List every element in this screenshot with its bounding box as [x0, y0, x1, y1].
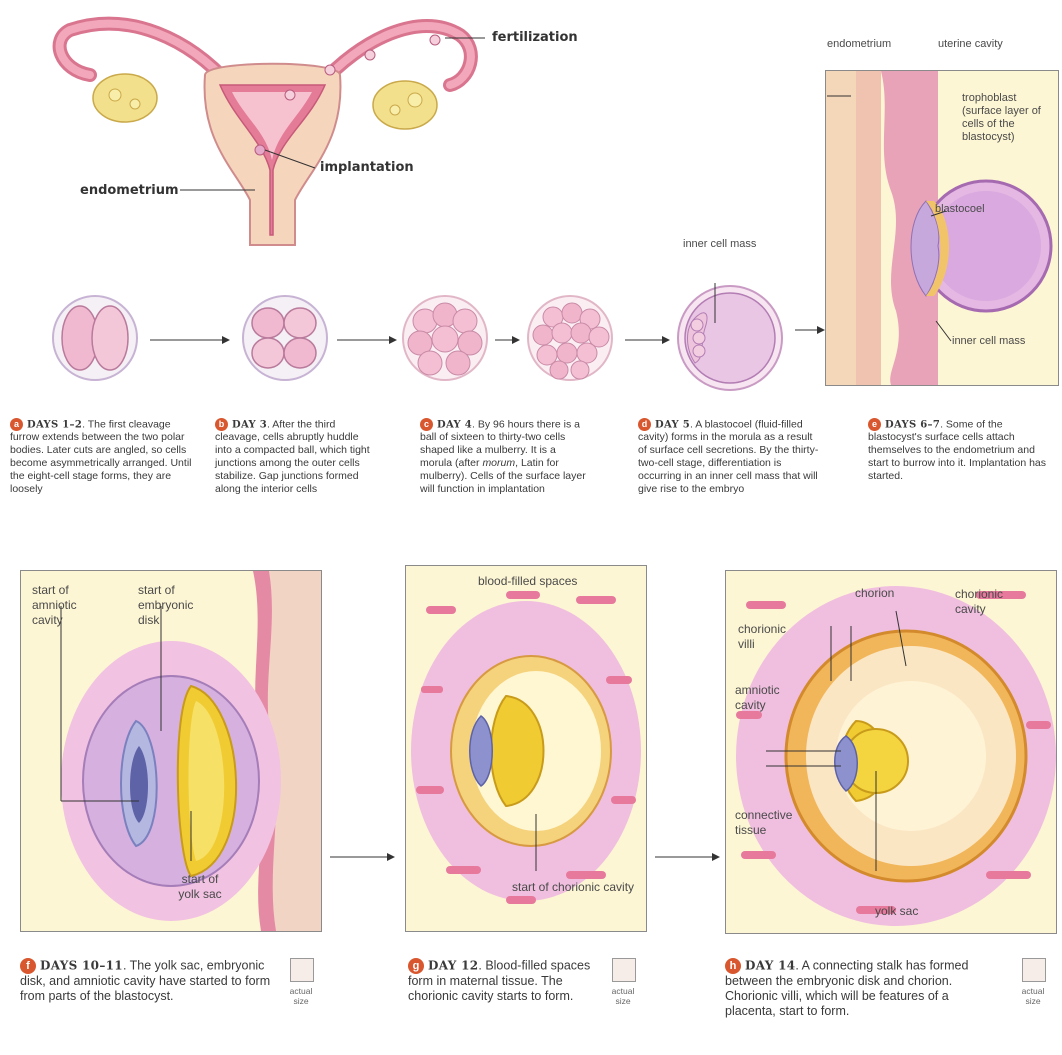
actual-size-box-h	[1022, 958, 1046, 982]
arrow-f-g	[330, 852, 395, 862]
arrow-c2-d	[625, 335, 670, 345]
caption-b-day: DAY 3	[232, 419, 267, 430]
label-implantation: implantation	[320, 160, 414, 175]
arrow-a-b	[150, 335, 230, 345]
caption-h-day: DAY 14	[745, 958, 795, 972]
badge-a: a	[10, 418, 23, 431]
label-h-chorionic-cavity: chorionic cavity	[955, 587, 1015, 617]
caption-e-day: DAYS 6–7	[885, 419, 940, 430]
stage-c2-morula	[525, 293, 615, 383]
label-e-uterine-cavity: uterine cavity	[938, 38, 1003, 51]
label-h-chorionic-villi: chorionic villi	[738, 622, 798, 652]
caption-c-italic: morum	[482, 457, 515, 469]
caption-g-day: DAY 12	[428, 958, 478, 972]
stage-a-two-cell	[50, 293, 140, 383]
label-e-inner-cell-mass: inner cell mass	[952, 335, 1025, 348]
uterus-illustration	[40, 0, 510, 250]
stage-d-blastocyst	[675, 283, 785, 393]
arrow-c-d	[495, 335, 520, 345]
actual-size-box-g	[612, 958, 636, 982]
stage-c-morula	[400, 293, 490, 383]
badge-h: h	[725, 958, 741, 974]
caption-a-day: DAYS 1–2	[27, 419, 82, 430]
label-h-connective-tissue: connective tissue	[735, 808, 815, 838]
label-h-yolk-sac: yolk sac	[875, 905, 918, 918]
arrow-b-c	[337, 335, 397, 345]
badge-c: c	[420, 418, 433, 431]
caption-c-day: DAY 4	[437, 419, 472, 430]
label-g-blood: blood-filled spaces	[478, 575, 577, 588]
badge-b: b	[215, 418, 228, 431]
label-f-amniotic: start of amniotic cavity	[32, 583, 92, 628]
actual-size-label-f: actual size	[282, 986, 320, 1006]
label-e-blastocoel: blastocoel	[935, 203, 985, 216]
label-d-inner-cell-mass: inner cell mass	[683, 238, 756, 251]
actual-size-label-g: actual size	[604, 986, 642, 1006]
badge-e: e	[868, 418, 881, 431]
actual-size-box-f	[290, 958, 314, 982]
caption-d-day: DAY 5	[655, 419, 690, 430]
label-e-endometrium: endometrium	[827, 38, 891, 51]
panel-g-day-12	[405, 565, 647, 932]
label-h-amniotic-cavity: amniotic cavity	[735, 683, 795, 713]
label-g-chorionic: start of chorionic cavity	[512, 880, 642, 895]
badge-f: f	[20, 958, 36, 974]
arrow-g-h	[655, 852, 720, 862]
label-endometrium: endometrium	[80, 183, 179, 198]
stage-b-compacted	[240, 293, 330, 383]
actual-size-label-h: actual size	[1014, 986, 1052, 1006]
label-fertilization: fertilization	[492, 30, 578, 45]
arrow-d-e	[795, 325, 825, 335]
caption-f-day: DAYS 10–11	[40, 958, 123, 972]
label-f-yolk: start of yolk sac	[170, 872, 230, 902]
badge-d: d	[638, 418, 651, 431]
badge-g: g	[408, 958, 424, 974]
label-h-chorion: chorion	[855, 587, 894, 600]
label-e-trophoblast: trophoblast (surface layer of cells of t…	[962, 92, 1054, 144]
label-f-embryonic: start of embryonic disk	[138, 583, 210, 628]
